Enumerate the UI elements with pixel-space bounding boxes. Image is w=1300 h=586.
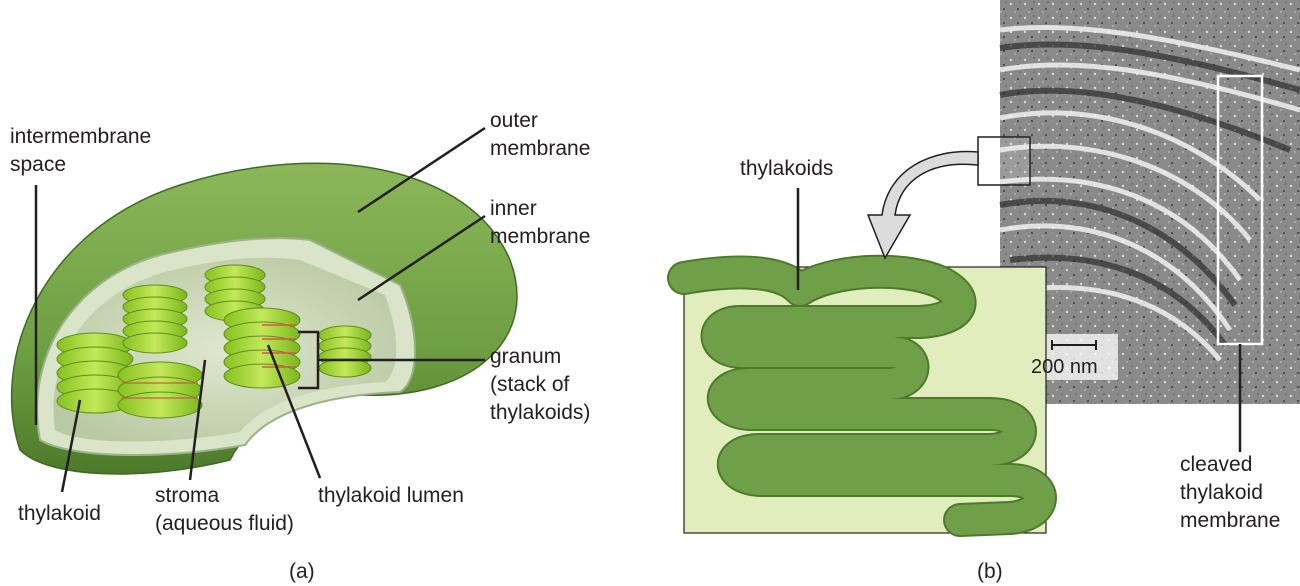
grana-stacks <box>56 264 372 419</box>
cleaved-thylakoid-membrane-label: cleaved thylakoid membrane <box>1180 453 1281 532</box>
thylakoid-lumen-label: thylakoid lumen <box>318 484 464 507</box>
electron-micrograph <box>977 0 1300 404</box>
thylakoids-label: thylakoids <box>740 157 834 180</box>
panel-b-caption: (b) <box>977 560 1003 583</box>
inner-membrane-label: inner membrane <box>490 197 591 248</box>
scale-bar-label: 200 nm <box>1031 356 1098 378</box>
panel-b-leader-lines <box>796 188 1242 452</box>
thylakoid-label: thylakoid <box>18 502 101 525</box>
intermembrane-space-label: intermembrane space <box>10 125 152 176</box>
scale-bar <box>1051 340 1097 350</box>
zoom-arrow <box>866 150 979 260</box>
outer-membrane-label: outer membrane <box>490 109 591 160</box>
stroma-label: stroma (aqueous fluid) <box>155 484 294 535</box>
zoom-source-box <box>977 136 1031 186</box>
thylakoid-tube <box>669 256 1055 535</box>
panel-a-caption: (a) <box>289 560 315 583</box>
granum-label: granum (stack of thylakoids) <box>490 345 591 424</box>
thylakoid-diagram <box>667 254 1057 537</box>
panel-a-leader-lines <box>34 126 486 493</box>
chloroplast-illustration <box>10 162 518 475</box>
